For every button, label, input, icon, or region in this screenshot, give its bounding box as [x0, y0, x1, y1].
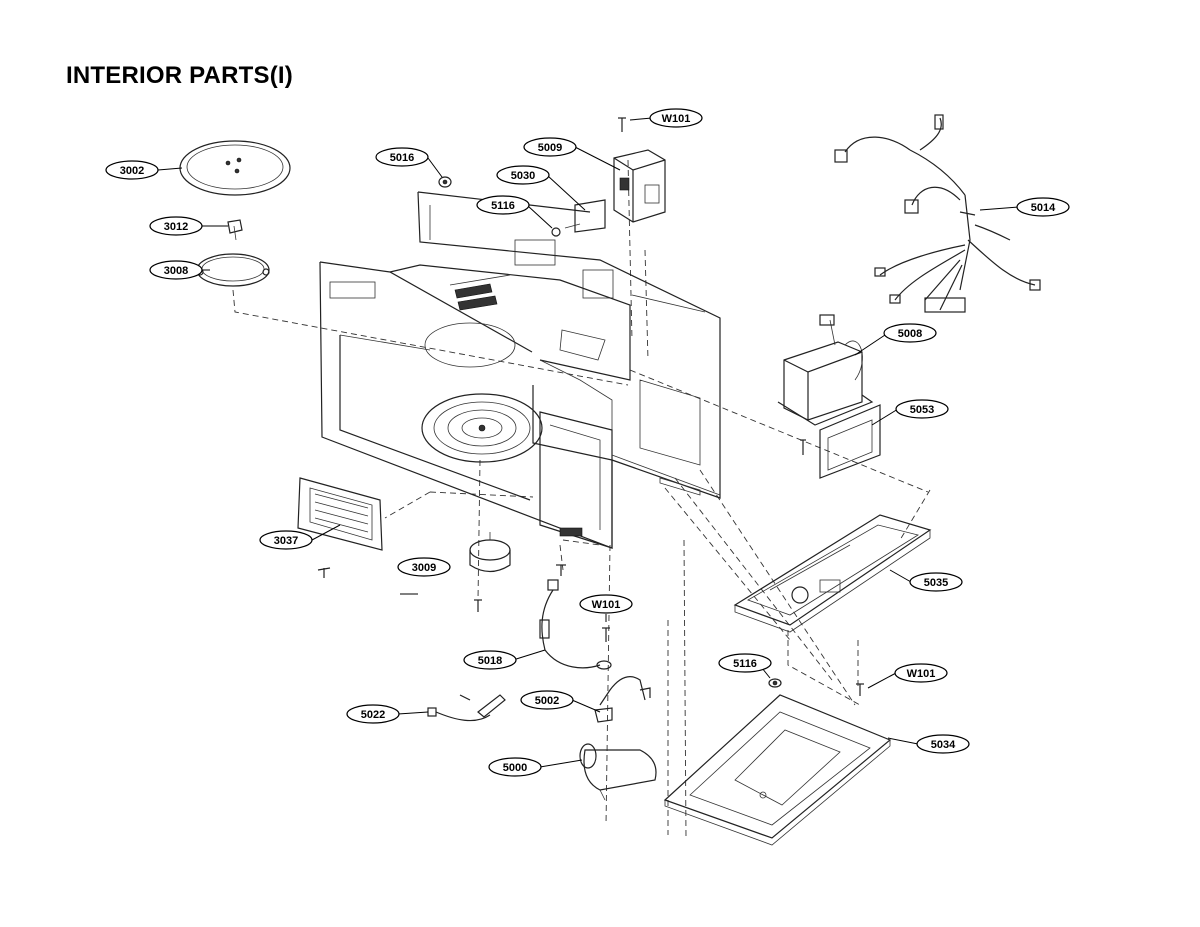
label-3009-text: 3009 — [412, 562, 436, 574]
main-cavity — [319, 191, 721, 549]
label-5053-text: 5053 — [910, 404, 934, 416]
label-5022: 5022 — [346, 704, 400, 724]
label-3009: 3009 — [397, 557, 451, 595]
label-W101-bottom: W101 — [894, 663, 948, 683]
screw-top — [618, 117, 626, 132]
cover-plate — [297, 477, 383, 578]
base-plate — [733, 514, 932, 633]
label-3008-text: 3008 — [164, 265, 188, 277]
label-5022-text: 5022 — [361, 709, 385, 721]
capacitor — [579, 743, 657, 801]
capacitor-clamp — [594, 676, 651, 723]
roller-coupler — [227, 219, 243, 241]
label-3008: 3008 — [149, 260, 203, 280]
label-5116-top: 5116 — [476, 195, 530, 215]
label-3012: 3012 — [149, 216, 203, 236]
label-3002: 3002 — [105, 160, 159, 180]
turntable-tray — [179, 140, 291, 196]
label-5009-text: 5009 — [538, 142, 562, 154]
turntable-motor — [469, 532, 566, 612]
label-W101-top-text: W101 — [662, 113, 691, 125]
wire-harness — [834, 114, 1041, 313]
label-5034-text: 5034 — [931, 739, 956, 751]
label-W101-bottom-text: W101 — [907, 668, 936, 680]
label-5000: 5000 — [488, 757, 542, 777]
label-5002: 5002 — [520, 690, 574, 710]
label-5035-text: 5035 — [924, 577, 948, 589]
label-3012-text: 3012 — [164, 221, 188, 233]
label-5030: 5030 — [496, 165, 550, 185]
label-3037: 3037 — [259, 530, 313, 550]
diode-wire — [427, 694, 506, 722]
insulator-plate — [800, 404, 881, 479]
label-5014: 5014 — [1016, 197, 1070, 217]
leader-lines — [157, 117, 1019, 768]
page-title: INTERIOR PARTS(I) — [66, 62, 293, 89]
label-5016-text: 5016 — [390, 152, 414, 164]
label-5116-bottom: 5116 — [718, 653, 772, 673]
label-5014-text: 5014 — [1031, 202, 1056, 214]
fuse — [438, 176, 452, 188]
label-W101-top: W101 — [649, 108, 703, 128]
label-5002-text: 5002 — [535, 695, 559, 707]
label-3002-text: 3002 — [120, 165, 144, 177]
label-W101-mid-text: W101 — [592, 599, 621, 611]
label-5034: 5034 — [916, 734, 970, 754]
label-5009: 5009 — [523, 137, 577, 157]
label-5008-text: 5008 — [898, 328, 922, 340]
sensor-wire — [539, 579, 612, 670]
transformer — [777, 314, 874, 426]
label-5053: 5053 — [895, 399, 949, 419]
label-5018-text: 5018 — [478, 655, 502, 667]
label-5030-text: 5030 — [511, 170, 535, 182]
label-5116-bottom-text: 5116 — [733, 658, 757, 670]
label-3037-text: 3037 — [274, 535, 298, 547]
label-5016: 5016 — [375, 147, 429, 167]
label-5008: 5008 — [883, 323, 937, 343]
screw-bottom — [768, 678, 864, 696]
assembly-lines — [232, 159, 931, 839]
label-5116-top-text: 5116 — [491, 200, 515, 212]
bracket — [551, 199, 606, 237]
relay-block — [613, 149, 666, 223]
label-5018: 5018 — [463, 650, 517, 670]
label-5000-text: 5000 — [503, 762, 527, 774]
label-5035: 5035 — [909, 572, 963, 592]
label-W101-mid: W101 — [579, 594, 633, 614]
bottom-cover — [663, 694, 892, 846]
